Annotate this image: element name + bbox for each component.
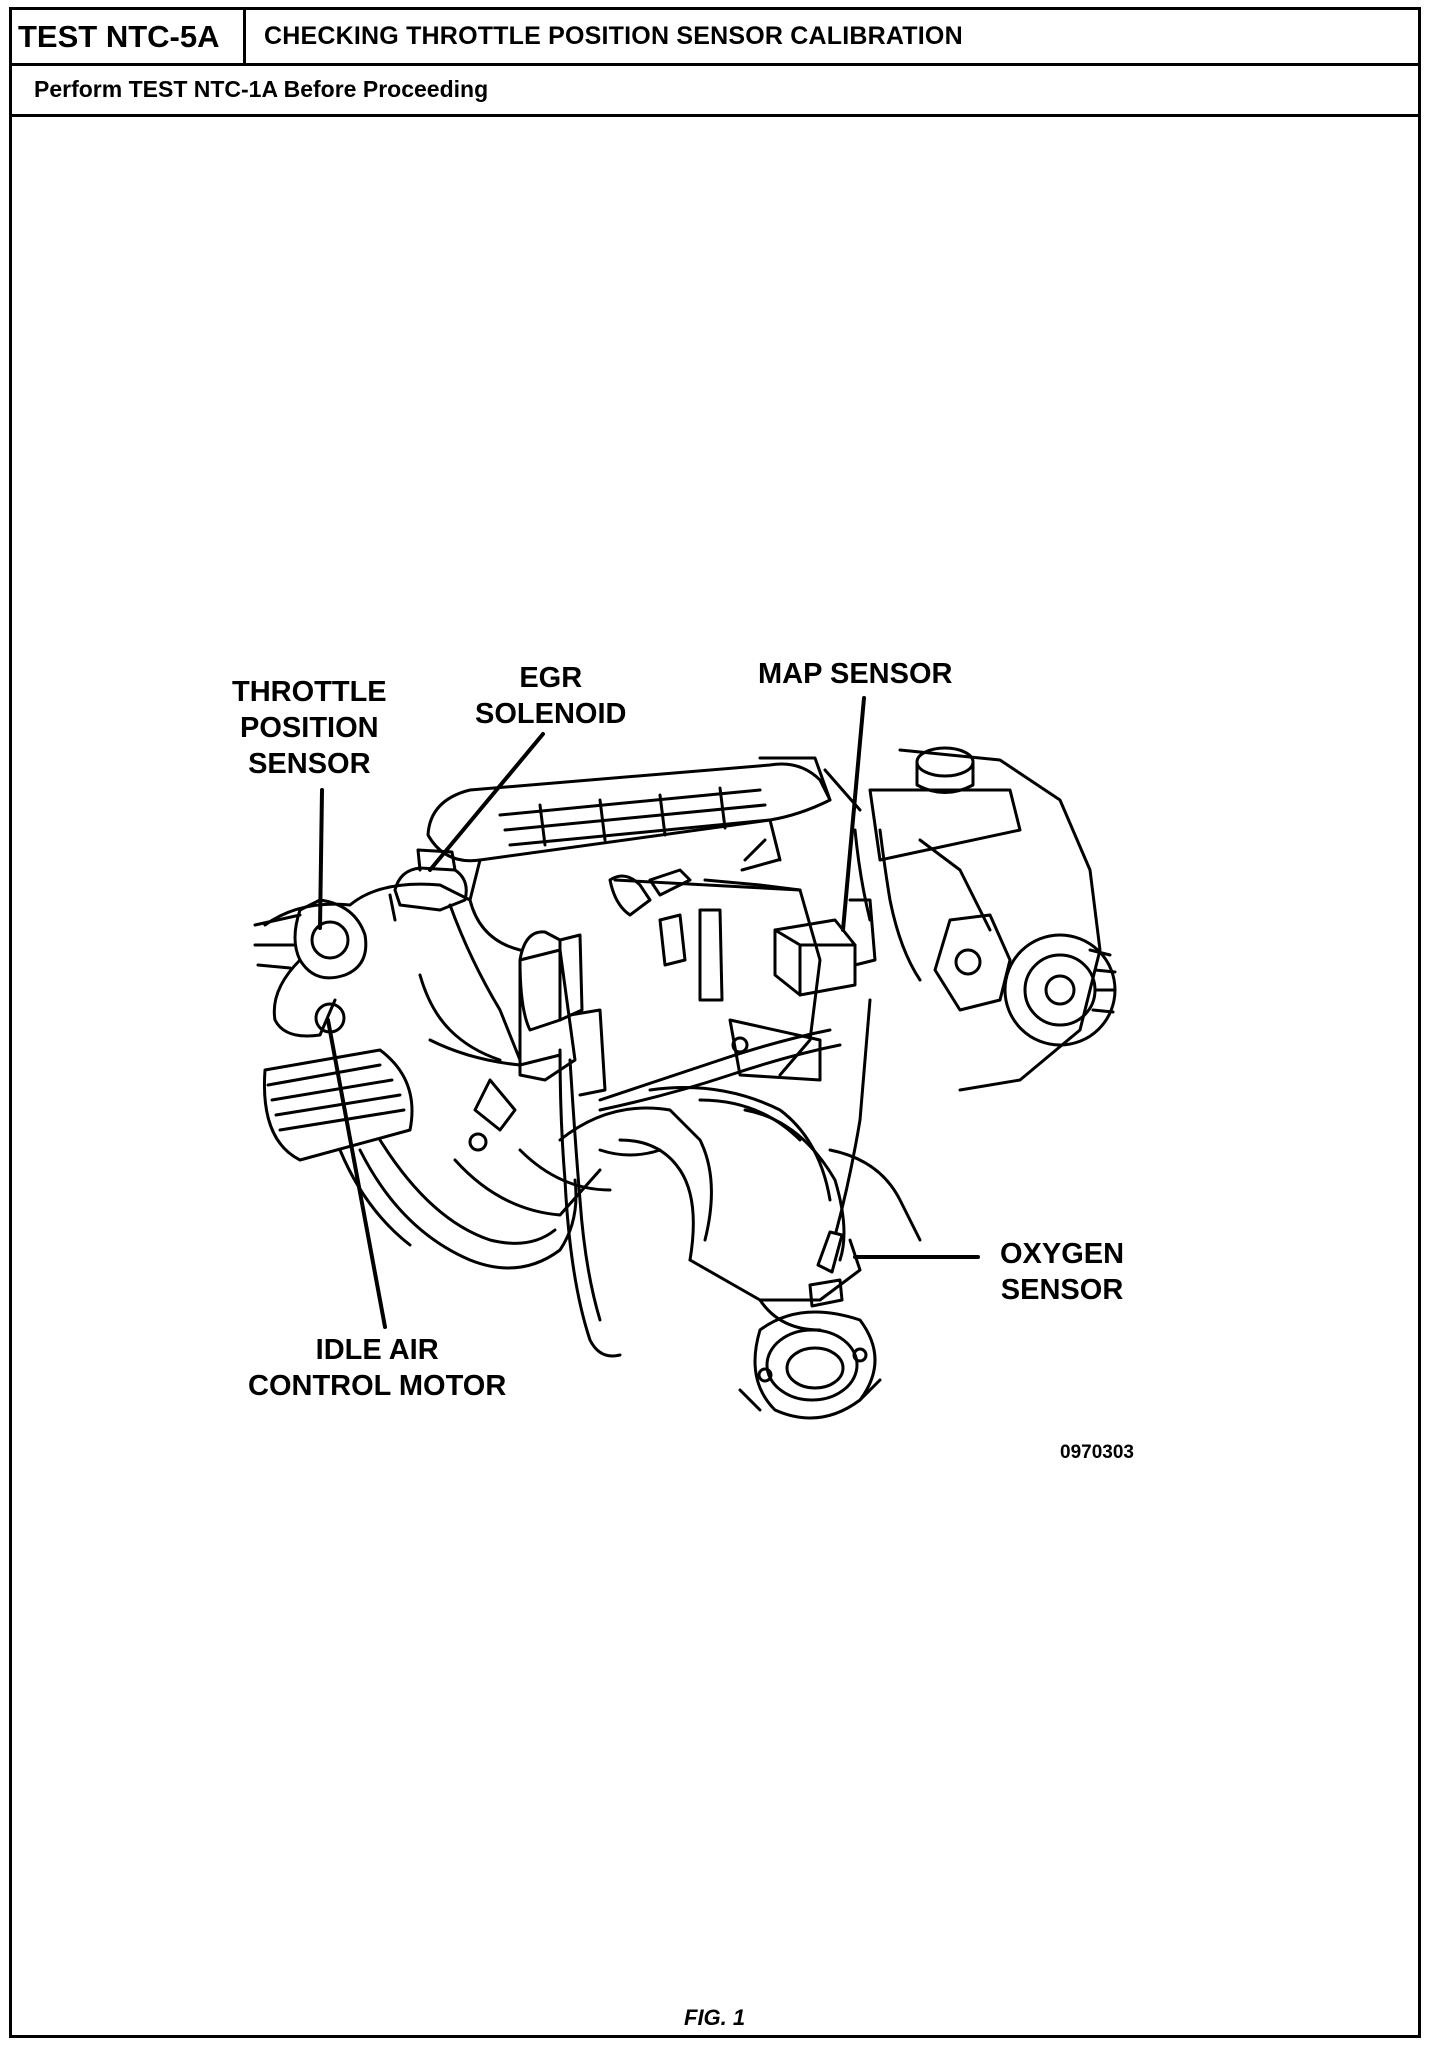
throttle-body bbox=[253, 898, 414, 1162]
figure-caption: FIG. 1 bbox=[684, 2005, 746, 2030]
oxygen-sensor-part bbox=[808, 998, 872, 1308]
leader-lines bbox=[318, 696, 980, 1329]
label-idle-air-control-motor: IDLE AIR CONTROL MOTOR bbox=[248, 1332, 506, 1404]
label-line: EGR bbox=[519, 662, 583, 694]
alternator bbox=[898, 748, 1117, 1092]
label-line: OXYGEN bbox=[1000, 1238, 1125, 1270]
exhaust-manifold bbox=[558, 1086, 922, 1332]
label-line: POSITION bbox=[240, 712, 379, 744]
test-title: CHECKING THROTTLE POSITION SENSOR CALIBR… bbox=[264, 22, 963, 50]
map-sensor-part bbox=[773, 898, 877, 997]
label-line: MAP SENSOR bbox=[758, 658, 953, 690]
label-throttle-position-sensor: THROTTLE POSITION SENSOR bbox=[232, 674, 387, 782]
subheader-row: Perform TEST NTC-1A Before Proceeding bbox=[12, 66, 1418, 117]
wiring-harness bbox=[418, 973, 842, 1358]
valve-cover bbox=[426, 756, 862, 902]
label-line: CONTROL MOTOR bbox=[248, 1370, 507, 1402]
egr-part bbox=[388, 848, 584, 1032]
prerequisite-instruction: Perform TEST NTC-1A Before Proceeding bbox=[34, 76, 489, 102]
page-frame: TEST NTC-5A CHECKING THROTTLE POSITION S… bbox=[9, 7, 1421, 2038]
misc-connectors bbox=[608, 828, 992, 982]
label-line: SENSOR bbox=[248, 748, 371, 780]
label-egr-solenoid: EGR SOLENOID bbox=[475, 660, 626, 732]
intake-runners bbox=[338, 1138, 662, 1270]
label-oxygen-sensor: OXYGEN SENSOR bbox=[1000, 1236, 1124, 1308]
header-row: TEST NTC-5A CHECKING THROTTLE POSITION S… bbox=[12, 10, 1418, 66]
label-line: SENSOR bbox=[1000, 1274, 1124, 1306]
test-id: TEST NTC-5A bbox=[12, 10, 246, 63]
coolant-reservoir bbox=[868, 746, 1022, 862]
label-line: SOLENOID bbox=[475, 698, 627, 730]
engine-block bbox=[263, 838, 822, 1152]
exhaust-flange bbox=[738, 1310, 882, 1420]
figure-part-number: 0970303 bbox=[1060, 1442, 1134, 1463]
label-line: IDLE AIR bbox=[315, 1334, 439, 1366]
label-map-sensor: MAP SENSOR bbox=[758, 656, 952, 692]
label-line: THROTTLE bbox=[232, 676, 387, 708]
